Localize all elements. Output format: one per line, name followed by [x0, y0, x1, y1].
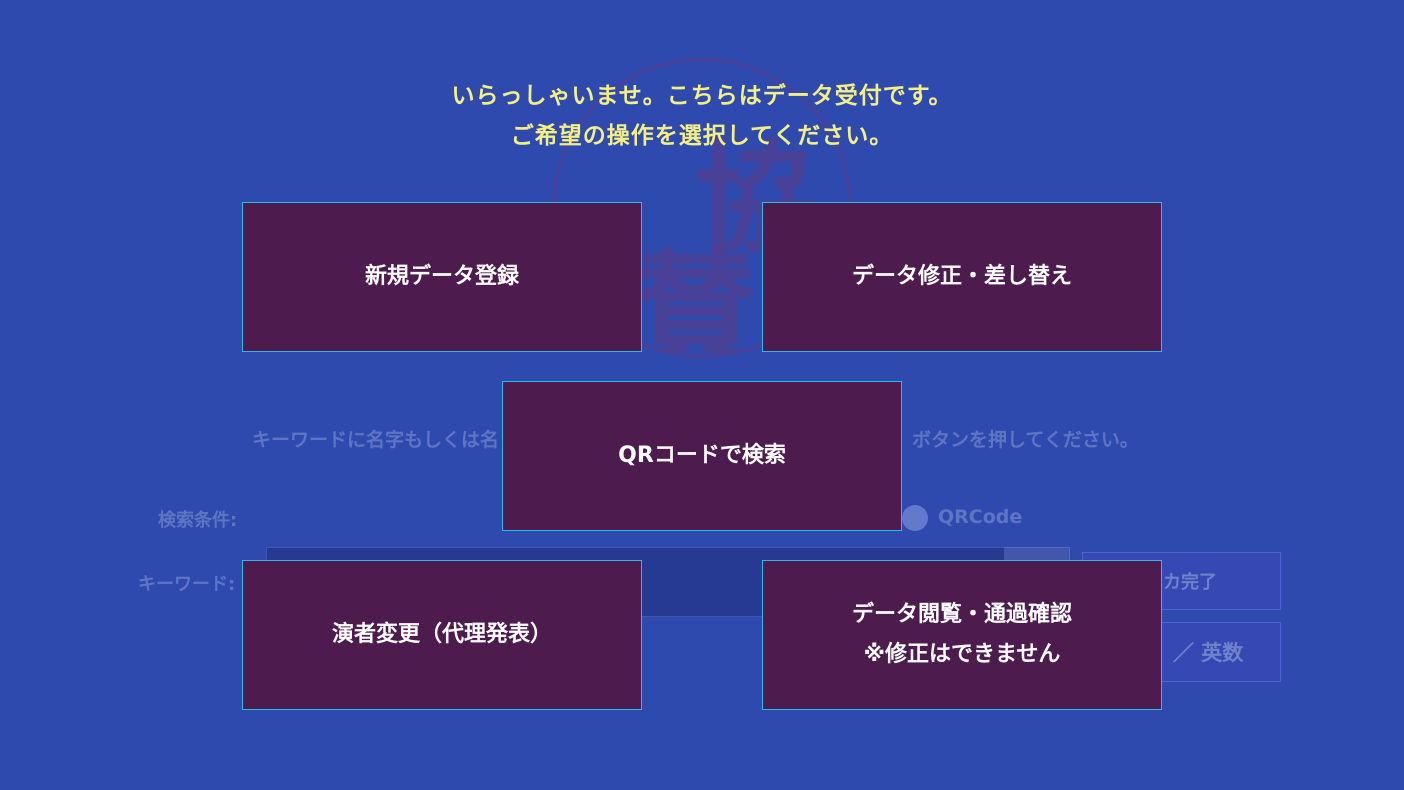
presenter-change-label: 演者変更（代理発表）: [331, 622, 552, 647]
view-confirm-button[interactable]: データ閲覧・通過確認 ※修正はできません: [762, 560, 1162, 710]
input-complete-label: カ完了: [1163, 572, 1217, 593]
qrcode-option-label: QRCode: [938, 506, 1023, 528]
qrcode-radio: [902, 505, 928, 531]
mode-toggle-label: ／ 英数: [1173, 641, 1244, 665]
instruction-left-text: キーワードに名字もしくは名: [252, 429, 500, 451]
greeting-line-1: いらっしゃいませ。こちらはデータ受付です。: [451, 83, 953, 109]
edit-replace-label: データ修正・差し替え: [851, 264, 1072, 289]
search-condition-label: 検索条件:: [158, 510, 238, 531]
view-confirm-note: ※修正はできません: [863, 642, 1061, 667]
new-registration-button[interactable]: 新規データ登録: [242, 202, 642, 352]
presenter-change-button[interactable]: 演者変更（代理発表）: [242, 560, 642, 710]
edit-replace-button[interactable]: データ修正・差し替え: [762, 202, 1162, 352]
keyword-label: キーワード:: [138, 574, 236, 595]
qr-search-button[interactable]: QRコードで検索: [502, 381, 902, 531]
seal-char-bottom: 賛: [635, 238, 755, 358]
instruction-right-text: ボタンを押してください。: [912, 429, 1139, 451]
new-registration-label: 新規データ登録: [364, 264, 519, 289]
greeting-line-2: ご希望の操作を選択してください。: [510, 123, 894, 149]
view-confirm-label: データ閲覧・通過確認: [851, 602, 1072, 627]
qr-search-label: QRコードで検索: [618, 443, 786, 468]
